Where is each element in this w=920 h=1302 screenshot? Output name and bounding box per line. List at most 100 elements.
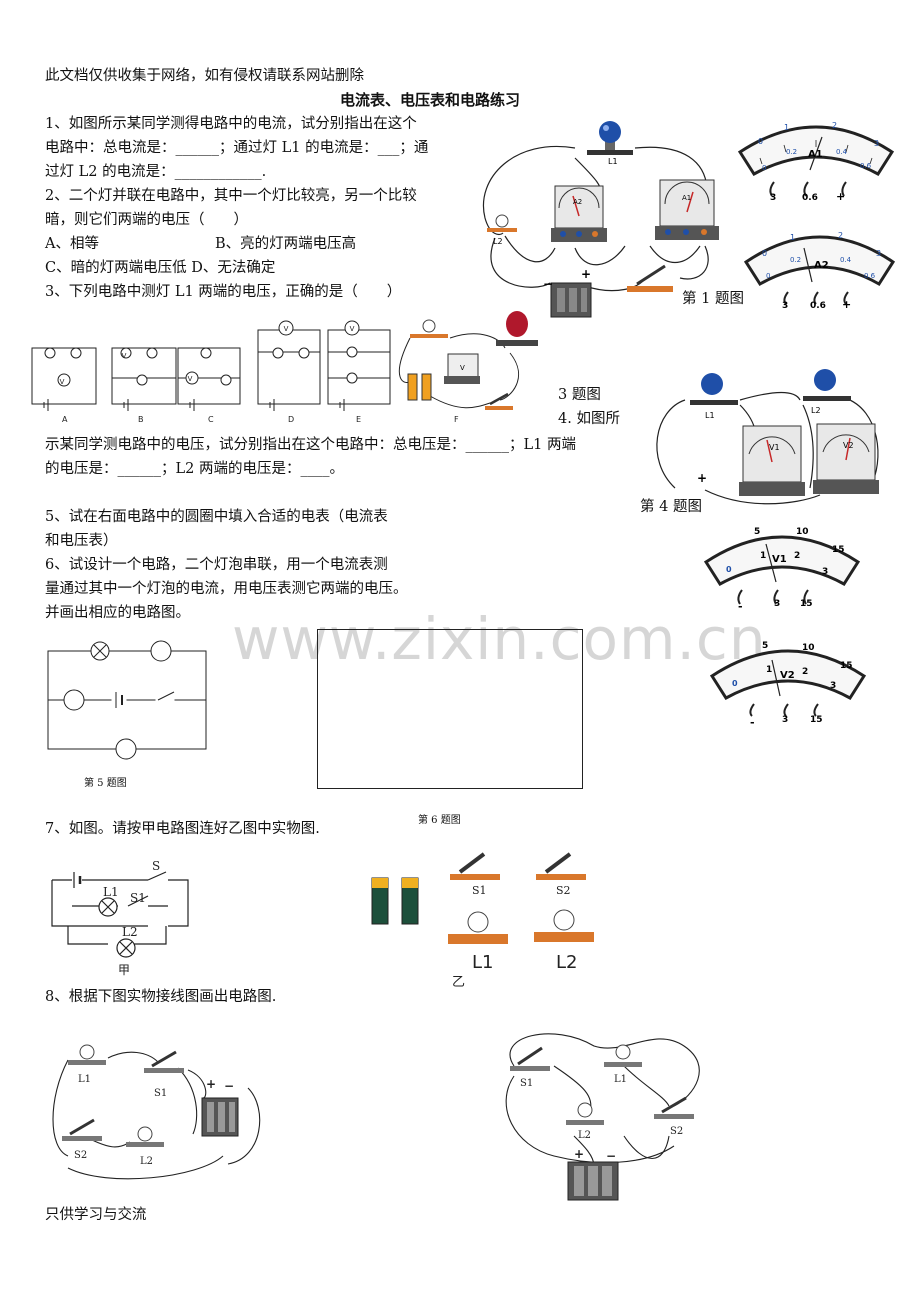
svg-text:L1: L1 bbox=[614, 1074, 627, 1085]
svg-text:−: − bbox=[224, 1079, 234, 1093]
svg-text:3: 3 bbox=[830, 681, 836, 691]
svg-text:2: 2 bbox=[838, 231, 843, 240]
q4-physical-circuit: L1 L2 V1 V2 + bbox=[656, 369, 879, 505]
q1-line1: 1、如图所示某同学测得电路中的电流，试分别指出在这个 bbox=[45, 116, 417, 132]
q1-figure-caption: 第 1 题图 bbox=[682, 291, 744, 307]
svg-text:−: − bbox=[606, 1149, 616, 1163]
svg-text:L1: L1 bbox=[472, 952, 493, 973]
q8l-bulb-l2-icon bbox=[126, 1126, 164, 1147]
svg-text:L2: L2 bbox=[140, 1156, 153, 1167]
svg-text:甲: 甲 bbox=[118, 963, 130, 977]
footer-note: 只供学习与交流 bbox=[45, 1207, 147, 1223]
dial-v1: 0 5 10 15 1 2 3 V1 - 3 15 bbox=[703, 527, 861, 613]
svg-text:F: F bbox=[454, 415, 459, 424]
svg-text:S2: S2 bbox=[556, 884, 571, 897]
svg-text:S1: S1 bbox=[472, 884, 487, 897]
dial-a1: 0 1 2 3 0 0.2 0.4 0.6 A1 3 0.6 + bbox=[737, 121, 895, 203]
q5-line2: 和电压表） bbox=[45, 533, 118, 549]
q4-line1: 示某同学测电路中的电压，试分别指出在这个电路中：总电压是：______；L1 两… bbox=[45, 437, 576, 453]
label-a1: A1 bbox=[682, 194, 691, 202]
svg-text:S1: S1 bbox=[130, 891, 146, 905]
q4-start: 4. 如图所 bbox=[558, 411, 620, 427]
q6-figure-caption: 第 6 题图 bbox=[418, 815, 461, 826]
svg-text:D: D bbox=[288, 415, 294, 424]
battery-1-icon bbox=[371, 877, 389, 925]
q3f-bulb-red-icon bbox=[496, 311, 538, 346]
svg-text:V: V bbox=[122, 352, 127, 360]
svg-text:A: A bbox=[62, 415, 68, 424]
svg-text:C: C bbox=[208, 415, 214, 424]
svg-text:L1: L1 bbox=[705, 411, 715, 420]
q4-line2: 的电压是：______；L2 两端的电压是：____。 bbox=[45, 461, 344, 477]
svg-text:L2: L2 bbox=[578, 1130, 591, 1141]
q2-option-b: B、亮的灯两端电压高 bbox=[215, 236, 357, 252]
svg-text:2: 2 bbox=[794, 551, 800, 561]
q2-line1: 2、二个灯并联在电路中，其中一个灯比较亮，另一个比较 bbox=[45, 188, 417, 204]
svg-text:A2: A2 bbox=[814, 260, 829, 271]
svg-text:+: + bbox=[574, 1147, 584, 1161]
svg-text:3: 3 bbox=[876, 249, 881, 258]
svg-text:0: 0 bbox=[762, 164, 766, 172]
q2-option-a: A、相等 bbox=[45, 236, 99, 252]
q7-yi-parts: S1 S2 L1 L2 乙 bbox=[371, 852, 594, 990]
battery-2-icon bbox=[401, 877, 419, 925]
label-l1: L1 bbox=[608, 157, 618, 166]
svg-text:0.6: 0.6 bbox=[864, 272, 876, 280]
svg-text:5: 5 bbox=[754, 527, 760, 537]
ammeter-a2-icon bbox=[551, 185, 607, 242]
q7-text: 7、如图。请按甲电路图连好乙图中实物图. bbox=[45, 821, 320, 837]
svg-text:V2: V2 bbox=[780, 670, 795, 681]
svg-text:0.2: 0.2 bbox=[786, 148, 797, 156]
bulb-l2-q4-icon bbox=[803, 369, 851, 401]
q8l-switch-s2-icon bbox=[62, 1118, 102, 1141]
svg-text:0.6: 0.6 bbox=[802, 193, 818, 203]
q5-circuit bbox=[47, 640, 207, 760]
svg-text:-: - bbox=[738, 600, 743, 613]
svg-text:L1: L1 bbox=[103, 885, 119, 899]
q3f-bulb-small-icon bbox=[410, 319, 448, 338]
svg-text:2: 2 bbox=[832, 121, 837, 130]
q6-drawing-box bbox=[317, 629, 583, 789]
svg-text:V: V bbox=[284, 325, 289, 333]
svg-text:V: V bbox=[60, 378, 65, 386]
svg-text:V: V bbox=[460, 364, 465, 372]
svg-text:L2: L2 bbox=[122, 925, 138, 939]
svg-text:S2: S2 bbox=[74, 1150, 87, 1161]
svg-text:0.6: 0.6 bbox=[810, 301, 826, 311]
svg-text:15: 15 bbox=[840, 661, 853, 671]
svg-text:1: 1 bbox=[784, 123, 789, 132]
battery-icon: + − bbox=[543, 267, 592, 318]
header-note: 此文档仅供收集于网络，如有侵权请联系网站删除 bbox=[45, 68, 364, 84]
q8l-bulb-l1-icon bbox=[68, 1044, 106, 1065]
q6-line2: 量通过其中一个灯泡的电流，用电压表测它两端的电压。 bbox=[45, 581, 408, 597]
q8r-switch-s2-icon bbox=[654, 1096, 694, 1119]
svg-text:L2: L2 bbox=[811, 406, 821, 415]
switch-s2-icon bbox=[536, 852, 586, 880]
svg-text:15: 15 bbox=[832, 545, 845, 555]
svg-text:S: S bbox=[152, 859, 160, 873]
q3f-battery-icon bbox=[407, 373, 432, 401]
svg-text:10: 10 bbox=[796, 527, 809, 537]
q7-jia-diagram: S L1 S1 L2 甲 bbox=[51, 859, 189, 977]
svg-text:V2: V2 bbox=[843, 441, 854, 450]
q1-line3: 过灯 L2 的电流是：____________. bbox=[45, 164, 267, 180]
q8-left-circuit: L1 S1 S2 L2 + − bbox=[52, 1044, 261, 1180]
svg-text:-: - bbox=[750, 716, 755, 729]
bulb-l1-yi-icon bbox=[448, 911, 508, 944]
q2-option-cd: C、暗的灯两端电压低 D、无法确定 bbox=[45, 260, 276, 276]
svg-text:0.2: 0.2 bbox=[790, 256, 801, 264]
bulb-l2-yi-icon bbox=[534, 909, 594, 942]
svg-text:0: 0 bbox=[726, 565, 732, 574]
svg-text:V: V bbox=[350, 325, 355, 333]
svg-text:1: 1 bbox=[760, 551, 766, 561]
svg-text:3: 3 bbox=[782, 301, 788, 311]
label-a2: A2 bbox=[573, 198, 582, 206]
q3f-switch-icon bbox=[485, 392, 513, 410]
q8l-battery-icon bbox=[201, 1097, 239, 1137]
svg-text:S2: S2 bbox=[670, 1126, 683, 1137]
q8l-switch-s1-icon bbox=[144, 1050, 184, 1073]
svg-text:0.4: 0.4 bbox=[840, 256, 852, 264]
ammeter-a1-icon bbox=[655, 179, 719, 240]
svg-text:1: 1 bbox=[790, 233, 795, 242]
